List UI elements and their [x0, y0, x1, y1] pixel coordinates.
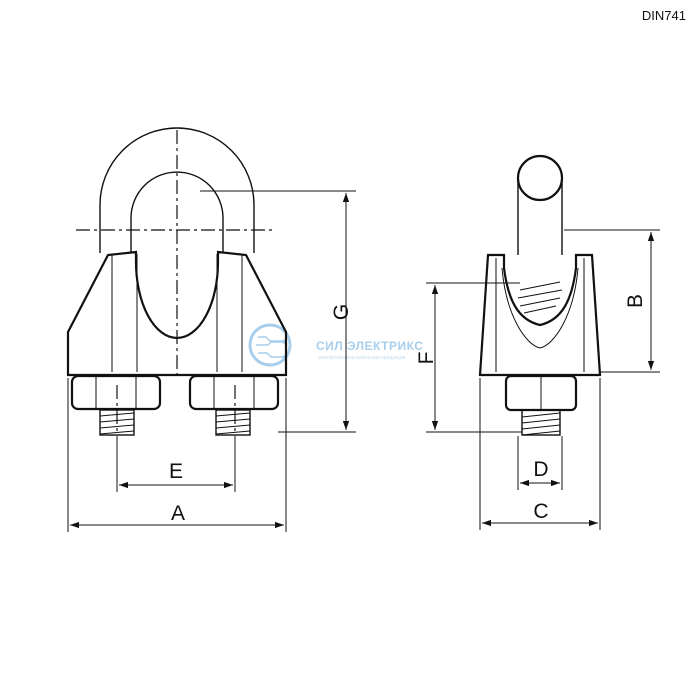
dim-label-a: A	[171, 502, 185, 525]
standard-label: DIN741	[641, 8, 686, 23]
u-bolt-inner	[130, 171, 224, 253]
dim-label-d: D	[533, 458, 548, 481]
dim-label-c: C	[533, 500, 548, 523]
watermark-brand: СИЛ ЭЛЕКТРИКС	[316, 339, 423, 353]
watermark-logo-icon	[248, 323, 292, 367]
side-thread	[521, 409, 561, 436]
front-dimensions: G E A	[67, 190, 356, 532]
right-nut	[188, 374, 280, 411]
u-bolt-outer	[99, 127, 255, 253]
dim-label-g: G	[330, 304, 353, 320]
dim-label-f: F	[415, 352, 438, 365]
right-thread	[215, 409, 251, 436]
side-view	[478, 154, 602, 436]
dim-label-b: B	[624, 294, 647, 308]
watermark: СИЛ ЭЛЕКТРИКС электротехника кабельная п…	[248, 323, 423, 367]
left-nut	[70, 374, 162, 411]
dim-label-e: E	[169, 460, 183, 483]
front-view	[66, 127, 288, 436]
side-nut	[504, 374, 578, 412]
side-saddle-body	[478, 253, 602, 377]
saddle-body	[66, 250, 288, 377]
watermark-tagline: электротехника кабельная продукция	[318, 355, 406, 361]
side-dimensions: B F D C	[415, 229, 660, 530]
u-bolt-end	[516, 154, 564, 202]
